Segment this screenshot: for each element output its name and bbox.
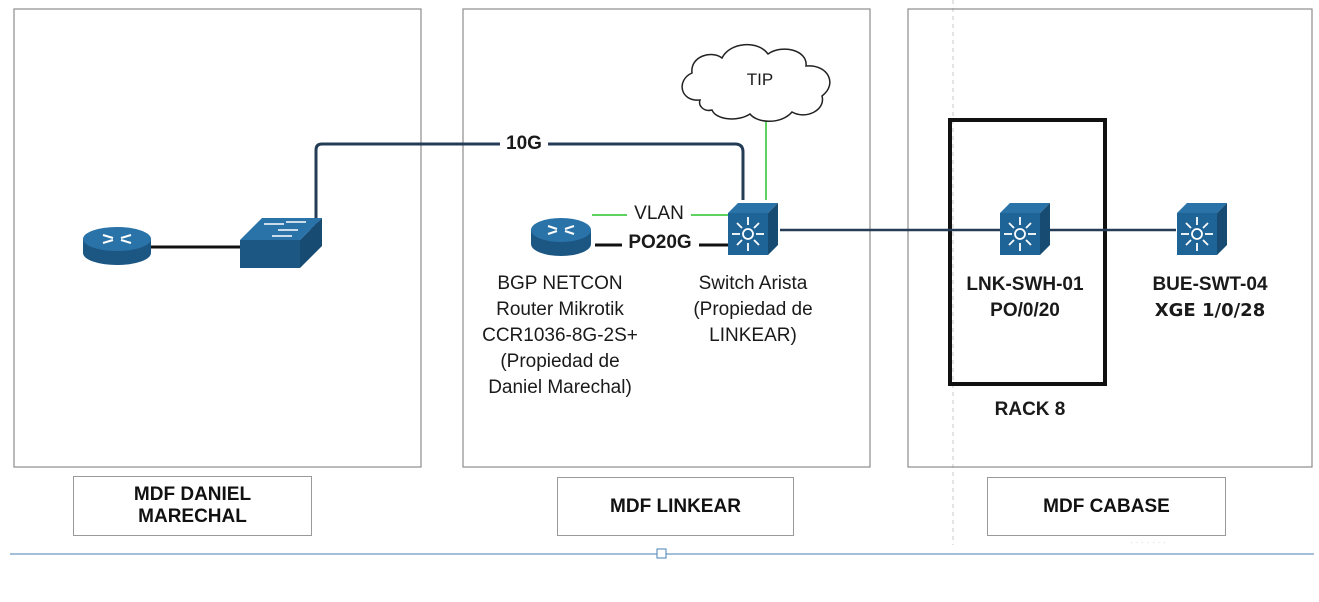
- bue-swt-04-port: XGE 1/0/28: [1154, 300, 1266, 321]
- workgroup-switch-icon: [240, 218, 322, 268]
- link-label-vlan: VLAN: [634, 203, 684, 224]
- bue-swt-04-name: BUE-SWT-04: [1152, 274, 1268, 295]
- switch-arista-icon: [727, 202, 779, 256]
- lnk-swh-01-icon: [999, 202, 1051, 256]
- divider-handle[interactable]: [656, 548, 667, 559]
- link-label-10g: 10G: [506, 133, 542, 154]
- zone-caption-daniel-marechal: MDF DANIEL MARECHAL: [73, 476, 312, 536]
- zone-cabase: [907, 8, 1313, 468]
- bue-swt-04-label: BUE-SWT-04 XGE 1/0/28: [1130, 272, 1290, 324]
- zone-caption-linkear: MDF LINKEAR: [557, 477, 794, 536]
- label-bg-po20g: [622, 233, 699, 257]
- faint-artifact: · · · · · · ·: [1130, 537, 1166, 547]
- lnk-swh-01-port: PO/0/20: [990, 300, 1060, 321]
- router-mikrotik-icon: [531, 218, 591, 256]
- lnk-swh-01-name: LNK-SWH-01: [966, 274, 1084, 295]
- zone-caption-cabase: MDF CABASE: [987, 477, 1226, 536]
- zone-daniel-marechal: [13, 8, 422, 468]
- rack-8-label: RACK 8: [994, 399, 1066, 420]
- cable-10g-uplink: [310, 142, 745, 230]
- lnk-swh-01-label: LNK-SWH-01 PO/0/20: [940, 272, 1110, 324]
- bue-swt-04-icon: [1176, 202, 1228, 256]
- label-bg-10g: [500, 133, 548, 155]
- switch-arista-label: Switch Arista (Propiedad de LINKEAR): [693, 273, 813, 346]
- cloud-label-tip: TIP: [746, 70, 774, 89]
- label-bg-vlan: [627, 204, 691, 226]
- zone-linkear: [462, 8, 871, 468]
- router-icon: [83, 227, 151, 265]
- cloud-icon: [681, 44, 831, 122]
- rack-8-box: [948, 118, 1107, 386]
- router-mikrotik-label: BGP NETCON Router Mikrotik CCR1036-8G-2S…: [482, 273, 638, 398]
- link-label-po20g: PO20G: [628, 232, 692, 253]
